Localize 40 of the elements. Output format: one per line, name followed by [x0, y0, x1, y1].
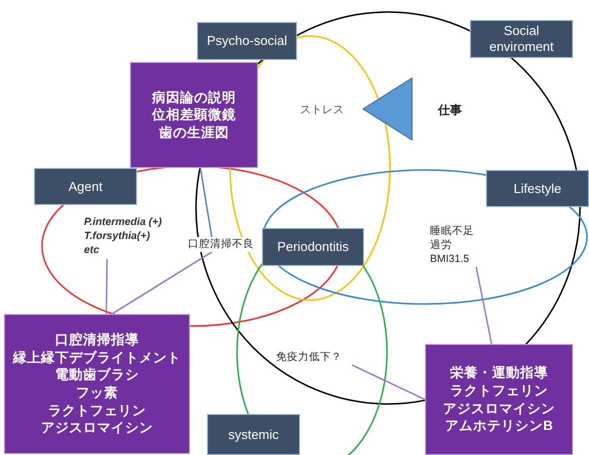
- box-text: アジスロマイシン: [41, 419, 153, 437]
- treatment-box: [4, 314, 190, 454]
- factor-text: 過労: [430, 238, 452, 252]
- annotation-text: 仕事: [438, 102, 462, 119]
- factor-text: 免疫力低下？: [276, 350, 342, 364]
- category-box: [262, 228, 364, 266]
- factor-text: T.forsythia(+): [84, 228, 150, 244]
- leader-line: [476, 266, 492, 344]
- box-text: アジスロマイシン: [443, 400, 555, 418]
- box-text: Social enviroment: [488, 23, 555, 55]
- box-text: 歯の生涯図: [159, 124, 229, 142]
- leader-line: [106, 259, 108, 314]
- box-text: Lifestyle: [514, 180, 562, 196]
- box-text: 病因論の説明: [152, 88, 236, 106]
- factor-text: P.intermedia (+): [84, 214, 162, 229]
- treatment-box: [425, 344, 573, 455]
- box-text: systemic: [228, 426, 279, 442]
- leader-line: [112, 251, 212, 315]
- box-text: ラクトフェリン: [48, 402, 146, 420]
- treatment-box: [130, 62, 258, 168]
- category-box: [197, 22, 297, 60]
- box-text: 口腔清掃指導: [55, 331, 139, 349]
- box-text: 位相差顕微鏡: [152, 106, 236, 124]
- leader-line: [200, 168, 212, 238]
- box-text: 栄養・運動指導: [450, 364, 548, 382]
- box-text: Periodontitis: [277, 239, 349, 255]
- box-text: Psycho-social: [206, 33, 288, 49]
- category-box: [470, 20, 573, 58]
- box-text: Agent: [68, 178, 102, 194]
- box-text: 電動歯ブラシ: [55, 366, 139, 384]
- box-text: 縁上縁下デブライトメント: [13, 348, 181, 366]
- box-text: アムホテリシンB: [445, 417, 553, 435]
- annotation-text: ストレス: [300, 103, 344, 117]
- factor-text: 睡眠不足: [430, 224, 474, 238]
- box-text: フッ素: [76, 384, 118, 402]
- category-box: [34, 168, 137, 205]
- category-box: [207, 414, 300, 455]
- category-box: [486, 170, 589, 207]
- box-text: ラクトフェリン: [450, 382, 548, 400]
- factor-text: 口腔清掃不良: [188, 237, 254, 252]
